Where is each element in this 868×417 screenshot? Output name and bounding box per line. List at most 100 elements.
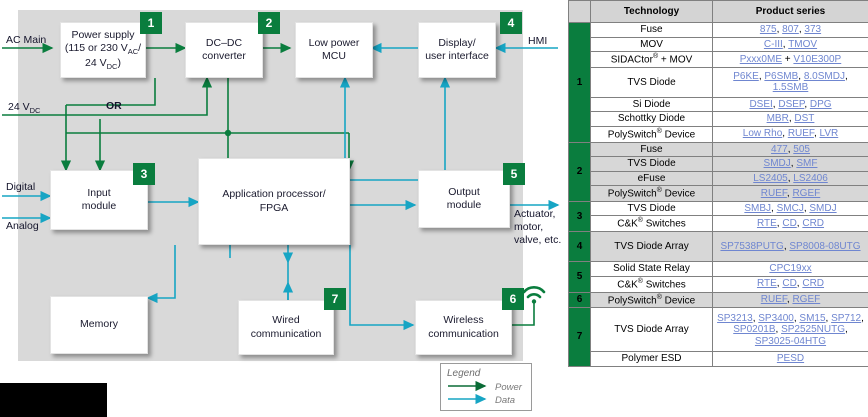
product-link[interactable]: 505 (793, 143, 810, 155)
block-input-module[interactable]: Input module (50, 170, 148, 230)
product-link[interactable]: RTE (756, 278, 777, 290)
product-series-cell: RUEF, RGEF (712, 291, 868, 309)
technology-cell: SIDACtor® + MOV (590, 51, 713, 68)
product-link[interactable]: DSEP (778, 98, 805, 110)
product-link[interactable]: DPG (809, 98, 832, 110)
product-link[interactable]: 8.0SMDJ (803, 70, 845, 82)
product-link[interactable]: SMF (796, 158, 818, 170)
product-link[interactable]: SMCJ (776, 202, 804, 214)
product-link[interactable]: DST (794, 113, 815, 125)
product-link[interactable]: SP3213 (717, 312, 753, 324)
product-link[interactable]: SP2525NUTG (781, 324, 845, 336)
product-link[interactable]: SM15 (799, 312, 826, 324)
power-supply-line2b: / (138, 42, 142, 55)
legend-power-label: Power (495, 382, 522, 393)
product-link[interactable]: CRD (802, 278, 825, 290)
product-series-cell: PESD (712, 351, 868, 367)
product-link[interactable]: PESD (776, 353, 805, 365)
technology-cell: PolySwitch® Device (590, 185, 713, 202)
group-number-cell-1[interactable]: 1 (568, 22, 591, 143)
group-number-cell-7[interactable]: 7 (568, 307, 591, 367)
technology-cell: Schottky Diode (590, 111, 713, 127)
product-link[interactable]: C-III (763, 38, 783, 50)
badge-4[interactable]: 4 (500, 12, 522, 34)
product-link[interactable]: SMDJ (763, 158, 791, 170)
group-number-cell-2[interactable]: 2 (568, 141, 591, 202)
badge-3[interactable]: 3 (133, 163, 155, 185)
product-link[interactable]: 875 (759, 24, 777, 35)
product-link[interactable]: RGEF (792, 294, 821, 306)
product-link[interactable]: V10E300P (793, 53, 842, 65)
label-or: OR (106, 100, 122, 112)
product-link[interactable]: CD (782, 278, 797, 290)
product-link[interactable]: MBR (766, 113, 789, 125)
label-actuator: Actuator, motor, valve, etc. (514, 208, 561, 247)
block-application-processor[interactable]: Application processor/ FPGA (198, 158, 350, 245)
badge-2[interactable]: 2 (258, 12, 280, 34)
product-link[interactable]: Pxxx0ME (739, 53, 782, 65)
product-link[interactable]: LS2405 (753, 172, 788, 184)
product-link[interactable]: SP712 (831, 312, 862, 324)
dcdc-line2: converter (202, 50, 246, 62)
block-power-supply[interactable]: Power supply (115 or 230 VAC/ 24 VDC) (60, 22, 146, 78)
product-link[interactable]: CRD (802, 218, 825, 230)
product-link[interactable]: SP3400 (758, 312, 794, 324)
product-link[interactable]: DSEI (749, 98, 773, 110)
memory-label: Memory (80, 318, 118, 331)
product-link[interactable]: RUEF (760, 187, 787, 199)
block-low-power-mcu[interactable]: Low power MCU (295, 22, 373, 78)
badge-6[interactable]: 6 (502, 288, 524, 310)
block-display-user-interface[interactable]: Display/ user interface (418, 22, 496, 78)
block-wired-communication[interactable]: Wired communication (238, 300, 334, 355)
group-number-cell-5[interactable]: 5 (568, 261, 591, 293)
product-series-cell: CPC19xx (712, 261, 868, 277)
product-link[interactable]: RTE (756, 218, 777, 230)
product-link[interactable]: SMBJ (744, 202, 772, 214)
registered-mark: ® (652, 53, 659, 60)
product-link[interactable]: SP0201B (733, 324, 776, 336)
wired-line1: Wired (272, 314, 300, 327)
product-link[interactable]: P6KE (733, 70, 759, 82)
product-link[interactable]: RUEF (760, 294, 787, 306)
product-link[interactable]: SP7538PUTG (720, 241, 784, 253)
group-number-cell-6[interactable]: 6 (568, 291, 591, 309)
label-ac-main: AC Main (6, 34, 47, 46)
product-link[interactable]: 1.5SMB (772, 82, 809, 94)
group-number-cell-4[interactable]: 4 (568, 231, 591, 263)
technology-cell: Si Diode (590, 96, 713, 113)
legend-data-label: Data (495, 395, 516, 406)
product-link[interactable]: TMOV (788, 38, 818, 50)
product-link[interactable]: LVR (819, 128, 839, 140)
power-supply-line1: Power supply (71, 28, 135, 41)
block-output-module[interactable]: Output module (418, 170, 510, 228)
block-wireless-communication[interactable]: Wireless communication (415, 300, 512, 355)
technology-cell: PolySwitch® Device (590, 291, 713, 309)
technology-cell: TVS Diode Array (590, 231, 713, 263)
product-link[interactable]: CPC19xx (769, 263, 812, 275)
product-link[interactable]: RUEF (787, 128, 814, 140)
product-link[interactable]: 807 (782, 24, 799, 35)
badge-7[interactable]: 7 (324, 288, 346, 310)
product-link[interactable]: SP3025-04HTG (754, 335, 827, 347)
badge-1[interactable]: 1 (140, 12, 162, 34)
product-link[interactable]: LS2406 (793, 172, 828, 184)
badge-5[interactable]: 5 (503, 163, 525, 185)
product-link[interactable]: 373 (804, 24, 822, 35)
product-link[interactable]: P6SMB (764, 70, 799, 82)
group-number-cell-3[interactable]: 3 (568, 200, 591, 233)
product-link[interactable]: SP8008-08UTG (789, 241, 861, 253)
product-series-cell: RTE, CD, CRD (712, 275, 868, 293)
product-link[interactable]: SMDJ (809, 202, 837, 214)
block-dcdc-converter[interactable]: DC–DC converter (185, 22, 263, 78)
product-link[interactable]: CD (782, 218, 797, 230)
product-link[interactable]: Low Rho (742, 128, 783, 140)
product-link[interactable]: RGEF (792, 187, 821, 199)
app-line2: FPGA (259, 201, 289, 214)
block-memory[interactable]: Memory (50, 296, 148, 354)
wifi-icon (522, 286, 546, 304)
product-link[interactable]: 477 (771, 143, 788, 155)
